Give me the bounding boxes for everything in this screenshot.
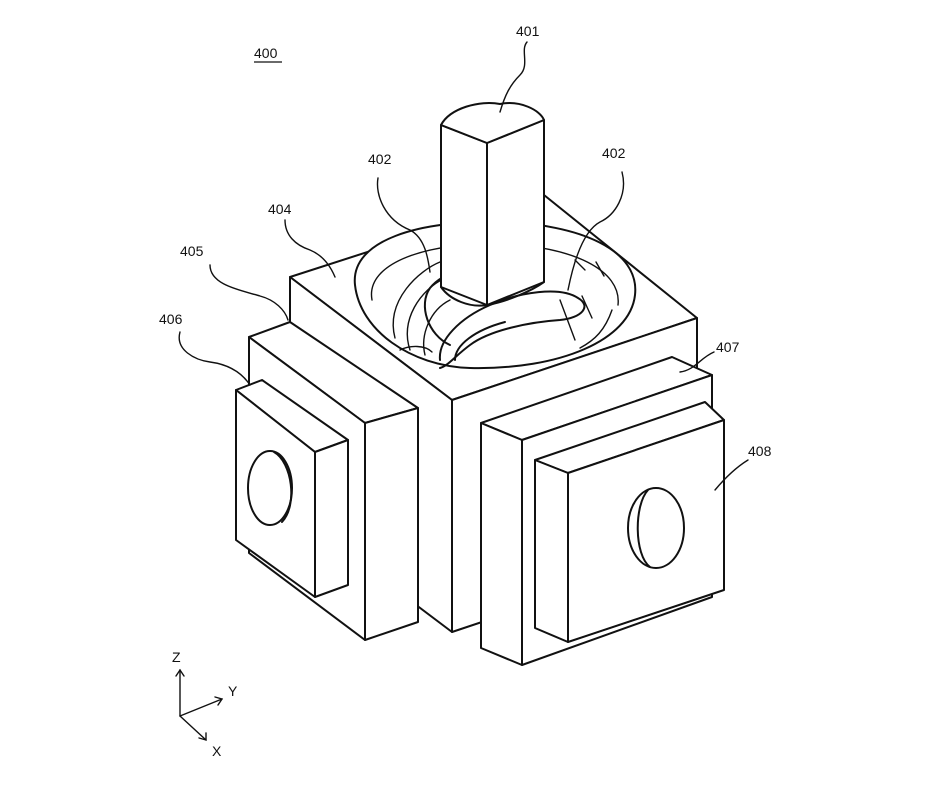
axis-z-label: Z [172,649,181,665]
leader-404 [284,219,336,278]
sensor-right-knob [627,487,685,569]
label-405: 405 [180,243,204,259]
leader-401 [499,41,528,113]
stick-left-face [440,124,488,306]
leader-402-right [567,171,625,291]
sensor-408 [534,401,725,643]
frame-right-front [480,422,523,666]
label-402-right: 402 [602,145,626,161]
guide-right-arc [438,290,586,369]
leader-406 [178,331,251,386]
label-408: 408 [748,443,772,459]
stick-top [440,102,545,144]
label-401: 401 [516,23,540,39]
label-402-left: 402 [368,151,392,167]
label-407: 407 [716,339,740,355]
sensor-406 [235,379,349,598]
axis-x-label: X [212,743,222,759]
leader-lines [178,41,749,491]
stick-401 [440,102,545,307]
sensor-left-knob [247,450,293,526]
leader-407 [679,351,715,373]
sensor-left-side [314,439,349,598]
stick-right-face [486,119,545,306]
leader-405 [209,264,289,321]
axis-y-label: Y [228,683,238,699]
label-404: 404 [268,201,292,217]
frame-left-side [364,407,419,641]
label-406: 406 [159,311,183,327]
figure-title: 400 [254,45,278,61]
leader-408 [714,459,749,491]
leader-402-left [376,177,431,273]
sensor-right-front [534,459,569,643]
axis-triad: Z Y X [172,649,238,759]
